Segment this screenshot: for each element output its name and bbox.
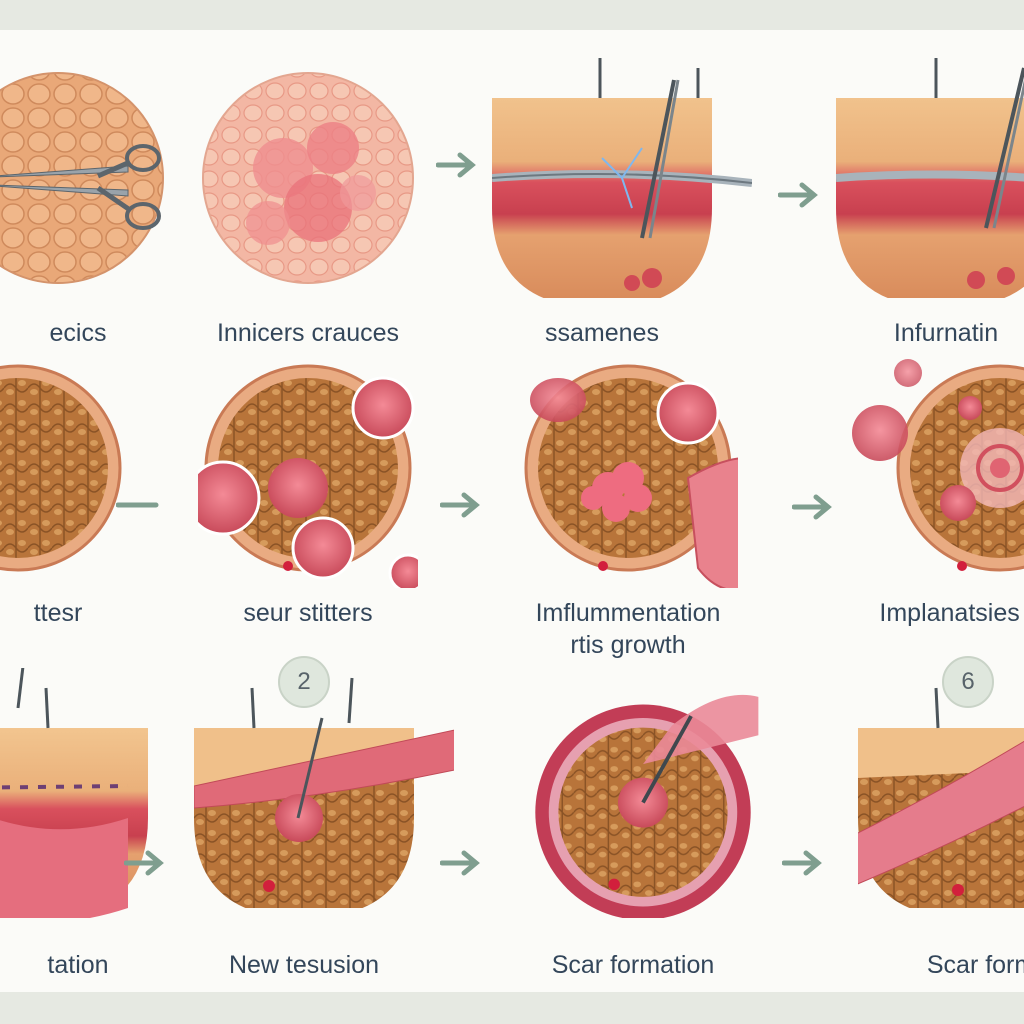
step-3-4: Scar forma <box>840 660 1024 980</box>
forceps-icon <box>641 715 693 804</box>
scissors-icon <box>0 144 161 230</box>
new-tissue-illustration <box>194 677 454 908</box>
step-label: seur stitters <box>243 599 373 627</box>
step-3-1: tation <box>0 660 166 980</box>
step-label: Infurnatin <box>893 319 999 347</box>
arrow-right-icon <box>792 494 832 520</box>
arrow-right-icon <box>782 850 822 876</box>
cluster-cells-illustration <box>202 72 414 284</box>
skin-cells-illustration <box>0 72 164 284</box>
step-label: Innicers crauces <box>216 319 400 347</box>
step-3-2: New tesusion <box>176 660 454 980</box>
step-label: Scar forma <box>926 951 1024 979</box>
implantation-illustration <box>852 359 1024 572</box>
step-2-2: seur stitters <box>180 330 436 650</box>
suture-needle-icon <box>16 668 50 729</box>
step-1-4: Infurnatin <box>818 50 1024 370</box>
arrow-right-icon <box>436 152 476 178</box>
tissue-layers-illustration <box>836 58 1024 298</box>
arrow-right-icon <box>116 502 159 508</box>
step-2-4: Implanatsies g <box>832 330 1024 650</box>
suture-illustration <box>0 668 148 918</box>
arrow-right-icon <box>778 182 818 208</box>
step-label: New tesusion <box>228 951 380 979</box>
step-sublabel: rtis growth <box>570 631 686 659</box>
suture-needle-icon <box>250 677 354 819</box>
wound-cavity-illustration <box>198 364 418 588</box>
step-2-3: Imflummentation rtis growth <box>500 330 756 659</box>
step-label: ssamenes <box>545 319 659 347</box>
step-label: Imflummentation <box>535 599 721 627</box>
process-diagram-sheet: ecics Innicers crauces <box>0 30 1024 992</box>
forceps-icon <box>640 79 680 239</box>
tissue-layers-illustration <box>492 58 752 298</box>
step-label: Scar formation <box>551 951 715 979</box>
step-1-1: ecics <box>0 50 186 370</box>
step-label: Implanatsies g <box>879 599 1024 627</box>
step-label: ttesr <box>33 599 83 627</box>
wound-cavity-illustration <box>0 364 122 572</box>
forceps-icon <box>984 67 1024 229</box>
step-1-3: ssamenes <box>474 50 752 370</box>
step-label: tation <box>47 951 109 979</box>
scar-formation-illustration <box>535 694 759 918</box>
step-2-1: ttesr <box>0 330 146 650</box>
arrow-right-icon <box>440 492 480 518</box>
inflammation-illustration <box>524 364 738 588</box>
arrow-right-icon <box>124 850 164 876</box>
step-3-3: Scar formation <box>505 660 761 980</box>
step-1-2: Innicers crauces <box>180 50 436 370</box>
step-number-badge: 6 <box>942 656 994 708</box>
step-label: ecics <box>49 319 107 347</box>
step-number-badge: 2 <box>278 656 330 708</box>
scar-formation-illustration <box>858 687 1024 908</box>
arrow-right-icon <box>440 850 480 876</box>
